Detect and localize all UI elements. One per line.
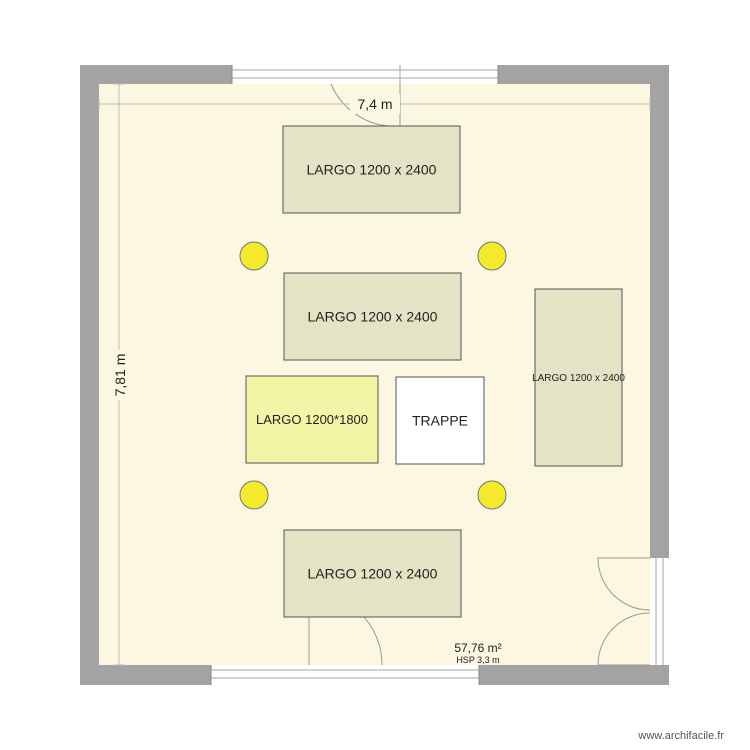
furniture-item: LARGO 1200 x 2400: [283, 272, 462, 361]
area-label: 57,76 m²: [454, 641, 501, 655]
light-fixture: [477, 241, 507, 271]
furniture-rect: [534, 288, 623, 467]
lights-layer: [239, 241, 507, 510]
furniture-item: LARGO 1200 x 2400: [282, 125, 461, 214]
furniture-item: LARGO 1200*1800: [245, 375, 379, 464]
furniture-label: LARGO 1200 x 2400: [308, 565, 438, 581]
light-fixture: [477, 480, 507, 510]
height-label: 7,81 m: [112, 354, 128, 397]
window-top: [231, 65, 499, 84]
furniture-rect: [395, 376, 485, 465]
width-label: 7,4 m: [357, 96, 392, 112]
furniture-rect: [282, 125, 461, 214]
furniture-rect: [283, 529, 462, 618]
furniture-item: TRAPPE: [395, 376, 485, 465]
furniture-rect: [245, 375, 379, 464]
window-bottom: [210, 665, 480, 685]
furniture-label: TRAPPE: [412, 412, 468, 428]
light-fixture: [239, 241, 269, 271]
furniture-label: LARGO 1200*1800: [256, 412, 368, 427]
furniture-rect: [283, 272, 462, 361]
furniture-item: LARGO 1200 x 2400: [283, 529, 462, 618]
furniture-label: LARGO 1200 x 2400: [532, 373, 625, 384]
dimension-height: 7,81 m: [109, 83, 129, 666]
furniture-label: LARGO 1200 x 2400: [308, 308, 438, 324]
light-fixture: [239, 480, 269, 510]
furniture-label: LARGO 1200 x 2400: [307, 161, 437, 177]
watermark: www.archifacile.fr: [638, 730, 724, 742]
door-right: [597, 557, 669, 666]
dimension-width: 7,4 m: [98, 94, 651, 114]
ceiling-height-label: HSP 3,3 m: [456, 655, 499, 665]
furniture-item: LARGO 1200 x 2400: [532, 288, 625, 467]
